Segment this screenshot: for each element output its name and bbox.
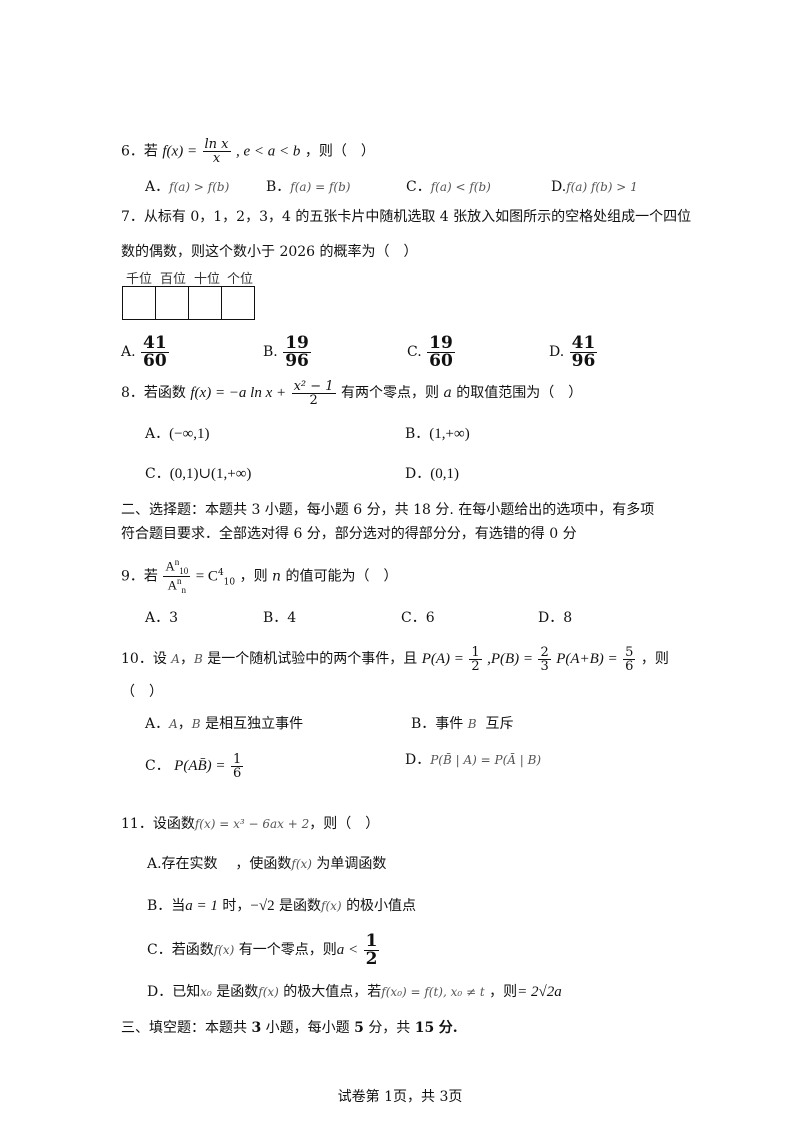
q6-option-d[interactable]: D.f(a) f(b) > 1 [551, 179, 638, 195]
q9-frac: An10 Ann [163, 557, 191, 596]
q10-option-d[interactable]: D．P(B̄ | A) = P(Ā | B) [405, 752, 542, 768]
q9-option-b[interactable]: B．4 [263, 610, 297, 626]
q8-option-a[interactable]: A．(−∞,1) [145, 426, 210, 442]
q9-option-c[interactable]: C．6 [401, 610, 435, 626]
page-footer: 试卷第 1页，共 3页 [337, 1089, 463, 1105]
q6-option-b[interactable]: B．f(a) = f(b) [266, 179, 351, 195]
digit-header-hundreds: 百位 [160, 272, 187, 287]
q10-option-b[interactable]: B．事件 B 互斥 [411, 716, 514, 732]
digit-cell-hundreds [155, 286, 189, 320]
section2-line1: 二、选择题：本题共 3 小题，每小题 6 分，共 18 分. 在每小题给出的选项… [121, 502, 655, 518]
digit-cell-ones [221, 286, 255, 320]
q6-option-c[interactable]: C．f(a) < f(b) [406, 179, 491, 195]
section2-line2: 符合题目要求．全部选对得 6 分，部分选对的得部分分，有选错的得 0 分 [121, 526, 577, 542]
q8-option-b[interactable]: B．(1,+∞) [405, 426, 470, 442]
q10-option-a[interactable]: A．A，B 是相互独立事件 [145, 716, 304, 732]
q7-line2: 数的偶数，则这个数小于 2026 的概率为（ ） [121, 244, 418, 260]
q9-stem: 9．若 An10 Ann = C410 ，则 n 的值可能为（ ） [121, 557, 398, 596]
digit-header-tens: 十位 [194, 272, 221, 287]
q11-option-a[interactable]: A.存在实数 ，使函数f(x) 为单调函数 [147, 856, 387, 872]
q6-option-a[interactable]: A．f(a) > f(b) [145, 179, 230, 195]
section3-heading: 三、填空题：本题共 3 小题，每小题 5 分，共 15 分. [121, 1020, 458, 1036]
q11-option-b[interactable]: B．当a = 1 时，−√2 是函数f(x) 的极小值点 [147, 898, 417, 914]
q9-option-d[interactable]: D．8 [538, 610, 573, 626]
digit-header-thousands: 千位 [126, 272, 153, 287]
q9-option-a[interactable]: A．3 [145, 610, 179, 626]
q10-answer-paren: （ ） [121, 684, 163, 700]
digit-cell-tens [188, 286, 222, 320]
digit-cell-thousands [122, 286, 156, 320]
q7-line1: 7．从标有 0，1，2，3，4 的五张卡片中随机选取 4 张放入如图所示的空格处… [121, 209, 692, 225]
q11-stem: 11．设函数f(x) = x³ − 6ax + 2，则（ ） [121, 816, 380, 832]
digit-grid [122, 286, 255, 320]
q8-option-d[interactable]: D．(0,1) [405, 466, 459, 482]
digit-header-ones: 个位 [227, 272, 254, 287]
q11-option-d[interactable]: D．已知x₀ 是函数f(x) 的极大值点，若f(x₀) = f(t), x₀ ≠… [147, 984, 562, 1000]
q8-option-c[interactable]: C．(0,1)∪(1,+∞) [145, 466, 252, 482]
